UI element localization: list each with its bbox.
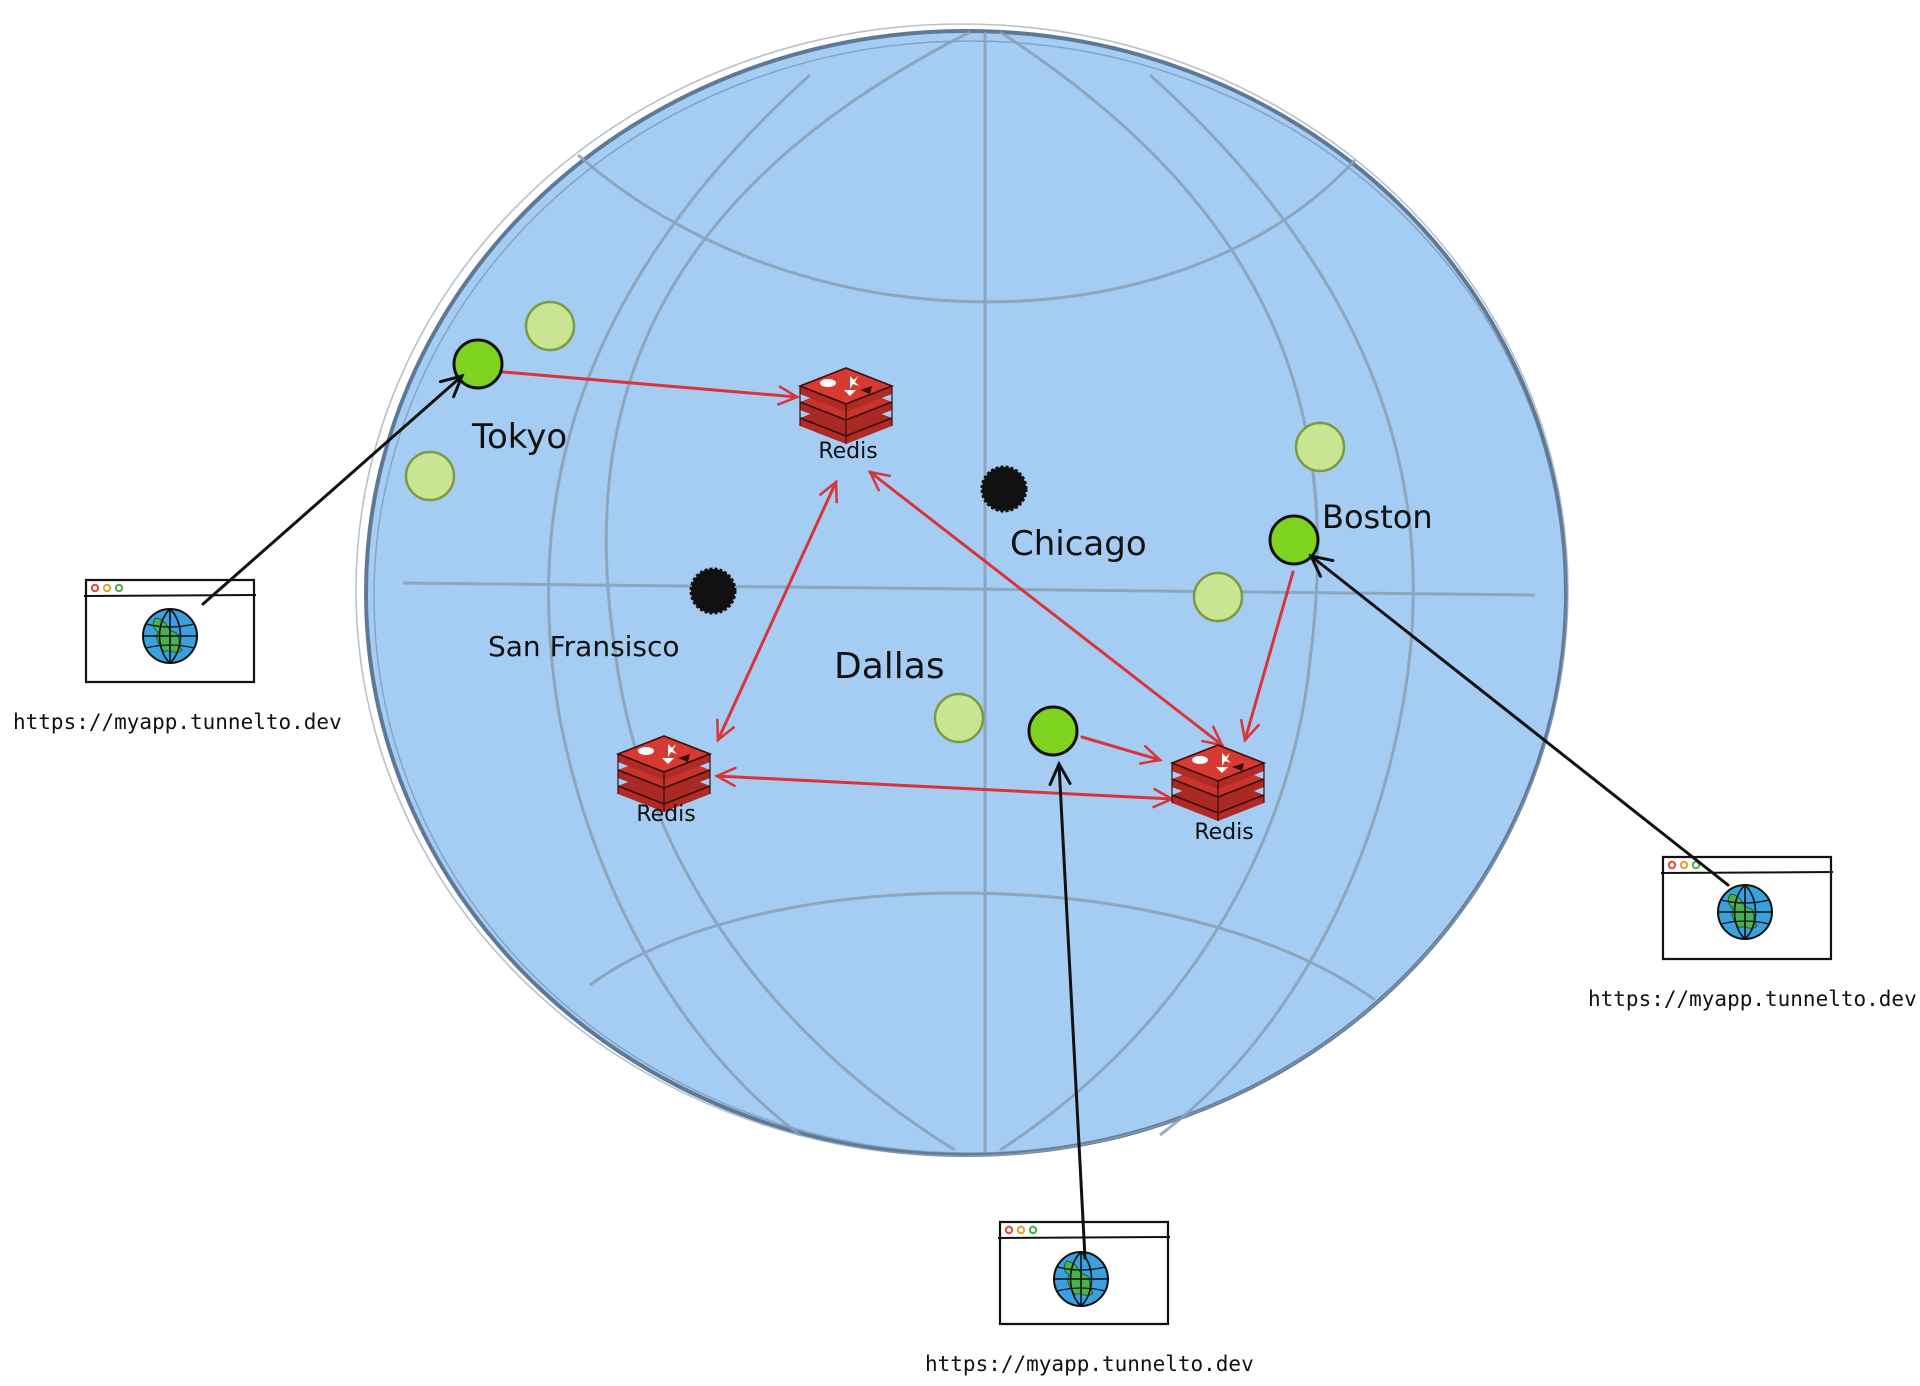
arrow-dallas-to-redis-right	[1080, 735, 1163, 765]
inactive-node	[404, 450, 456, 502]
globe-icon	[142, 608, 198, 664]
redis-top: Redis	[799, 367, 893, 464]
arrow-client-left-to-tokyo	[201, 373, 465, 606]
globe-icon	[1717, 884, 1773, 940]
redis-right-label: Redis	[1194, 820, 1253, 845]
active-node-boston	[1268, 514, 1320, 566]
city-label-san-francisco: San Fransisco	[488, 630, 680, 663]
redis-top-label: Redis	[818, 439, 877, 464]
arrow-redis-top-redis-right	[867, 470, 1225, 747]
city-label-chicago: Chicago	[1010, 524, 1147, 564]
arrow-client-right-to-boston	[1308, 553, 1730, 887]
city-label-tokyo: Tokyo	[471, 417, 567, 457]
inactive-node	[933, 692, 985, 744]
redis-left-label: Redis	[636, 802, 695, 827]
inactive-node	[1294, 421, 1346, 473]
city-label-boston: Boston	[1322, 498, 1433, 536]
redis-right: Redis	[1171, 744, 1265, 845]
arrow-tokyo-to-redis-top	[501, 370, 800, 406]
active-node-dallas	[1027, 705, 1079, 757]
arrow-redis-top-redis-left	[716, 479, 838, 743]
red-arrows	[501, 370, 1295, 809]
inactive-node	[1192, 571, 1244, 623]
globe	[355, 23, 1569, 1157]
arrow-boston-to-redis-right	[1240, 570, 1295, 743]
client-bottom-url: https://myapp.tunnelto.dev	[925, 1352, 1254, 1376]
client-left: https://myapp.tunnelto.dev	[13, 578, 342, 734]
city-label-dallas: Dallas	[834, 646, 945, 687]
client-right: https://myapp.tunnelto.dev	[1588, 855, 1917, 1011]
dark-node-san-francisco	[689, 567, 737, 615]
redis-left: Redis	[617, 735, 711, 827]
active-node-tokyo	[452, 338, 504, 390]
inactive-node	[524, 300, 576, 352]
client-left-url: https://myapp.tunnelto.dev	[13, 710, 342, 734]
dark-node-chicago	[980, 465, 1028, 513]
active-nodes	[452, 338, 1320, 757]
globe-icon	[1053, 1251, 1109, 1307]
black-arrows	[201, 373, 1730, 1260]
client-right-url: https://myapp.tunnelto.dev	[1588, 987, 1917, 1011]
client-bottom: https://myapp.tunnelto.dev	[925, 1220, 1254, 1376]
arrow-client-bottom-to-dallas	[1048, 760, 1087, 1260]
arrow-redis-left-redis-right	[714, 766, 1175, 809]
